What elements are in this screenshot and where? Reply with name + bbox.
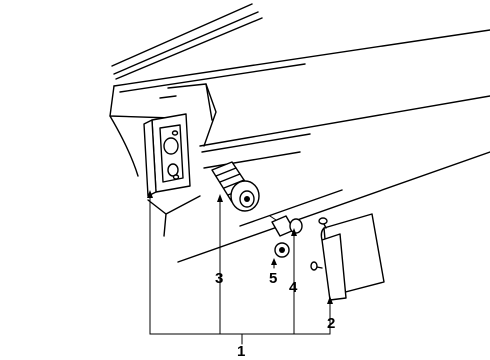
grommet <box>274 242 290 258</box>
callout-5: 5 <box>269 270 277 287</box>
side-marker-lamp <box>310 213 385 301</box>
bulb-socket <box>211 161 260 212</box>
lamp-housing <box>143 113 191 197</box>
callout-1: 1 <box>237 343 245 360</box>
body-panel <box>109 3 490 263</box>
callout-3: 3 <box>215 270 223 287</box>
callout-2: 2 <box>327 315 335 332</box>
callout-4: 4 <box>289 279 298 296</box>
bulb <box>269 215 303 237</box>
leader-lines <box>147 190 333 345</box>
